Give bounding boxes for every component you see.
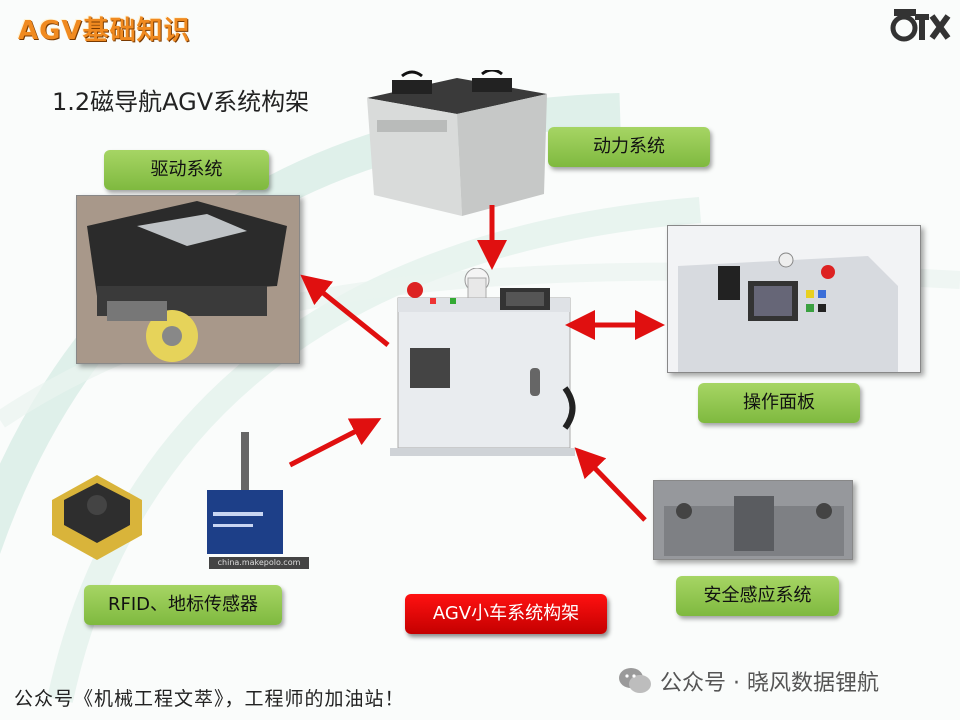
control-box-image <box>390 268 576 456</box>
rfid-reader-image <box>52 475 142 560</box>
wechat-watermark: 公众号 · 晓风数据锂航 <box>618 664 879 698</box>
section-subtitle: 1.2磁导航AGV系统构架 <box>52 88 310 116</box>
label-power-system: 动力系统 <box>548 127 710 167</box>
slide-title: AGV基础知识 <box>18 16 191 46</box>
label-agv-architecture: AGV小车系统构架 <box>405 594 607 634</box>
footer-text: 公众号《机械工程文萃》，工程师的加油站！ <box>14 688 405 710</box>
operation-panel-icon <box>668 226 920 372</box>
landmark-sensor-image <box>207 432 283 554</box>
safety-sensor-photo <box>653 480 853 560</box>
wechat-account-name: 公众号 · 晓风数据锂航 <box>660 671 879 696</box>
drive-unit-icon <box>77 196 299 363</box>
company-logo <box>890 9 951 42</box>
operation-panel-photo <box>667 225 921 373</box>
wechat-icon <box>619 668 651 693</box>
label-operation-panel: 操作面板 <box>698 383 860 423</box>
safety-sensor-icon <box>654 481 852 559</box>
label-drive-system: 驱动系统 <box>104 150 269 190</box>
battery-image <box>367 70 547 216</box>
photo-watermark: china.makepolo.com <box>209 557 309 569</box>
drive-unit-photo <box>76 195 300 364</box>
label-rfid-sensor: RFID、地标传感器 <box>84 585 282 625</box>
label-safety-system: 安全感应系统 <box>676 576 839 616</box>
